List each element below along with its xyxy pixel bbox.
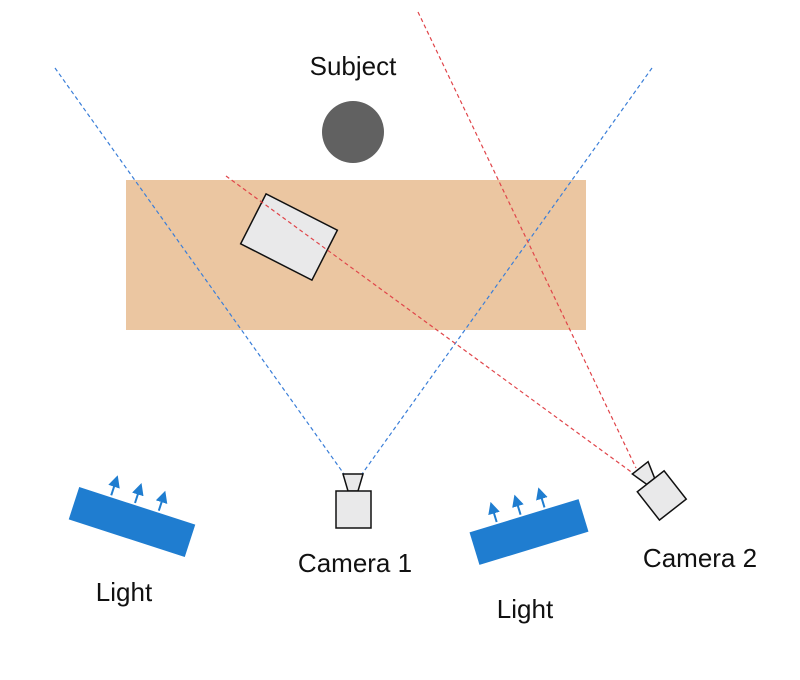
reflector-card xyxy=(239,192,339,282)
camera2-icon xyxy=(631,460,688,522)
subject-circle xyxy=(322,101,384,163)
table-surface xyxy=(126,180,586,330)
camera1-icon xyxy=(335,473,372,529)
camera1-sightlines xyxy=(54,67,653,475)
light-right-label: Light xyxy=(497,594,554,624)
camera1-label: Camera 1 xyxy=(298,548,412,578)
light-right-icon xyxy=(469,487,589,565)
camera2-sightlines xyxy=(225,11,637,475)
light-left-label: Light xyxy=(96,577,153,607)
camera2-label: Camera 2 xyxy=(643,543,757,573)
subject-label: Subject xyxy=(310,51,397,81)
light-left-icon xyxy=(68,475,196,558)
